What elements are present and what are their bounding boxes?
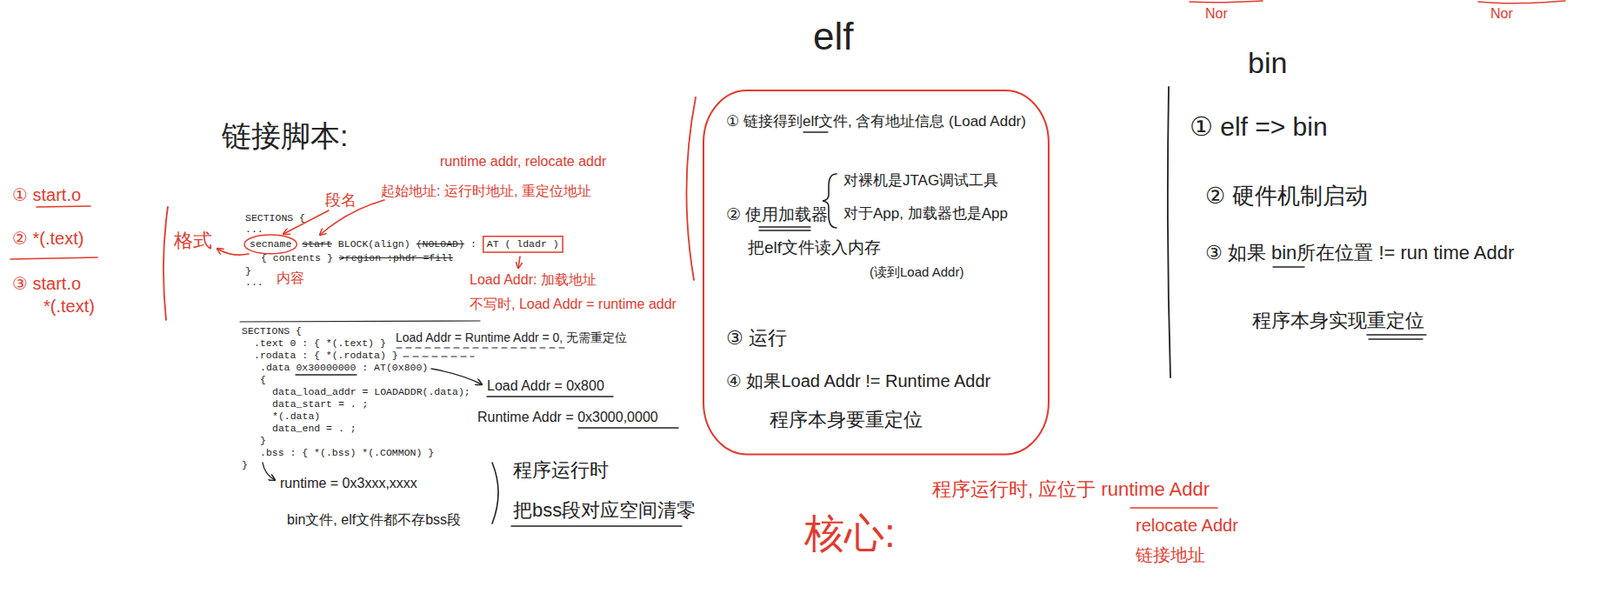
bracket (163, 206, 168, 320)
note-text: Load Addr = 0x800 (486, 377, 605, 394)
bracket (492, 462, 499, 524)
step-text: 程序本身要重定位 (769, 408, 923, 432)
code-line: ... (245, 276, 264, 289)
note-text: bin文件, elf文件都不存bss段 (286, 511, 461, 528)
note-text: 程序本身实现重定位 (1252, 309, 1425, 333)
leader-arrow (262, 462, 275, 480)
note-text: ③ 如果 bin所在位置 != run time Addr (1205, 241, 1514, 265)
code-line: SECTIONS { (245, 212, 306, 225)
note-text: Nor (1205, 5, 1228, 22)
note-text: elf (813, 13, 854, 60)
cut-off-sketch (1478, 0, 1566, 4)
note-text: Nor (1490, 5, 1514, 22)
circled-word: secname (245, 235, 296, 254)
code-word: (NOLOAD) (416, 238, 465, 251)
underline (295, 373, 357, 375)
underline (1273, 266, 1305, 267)
note-text: 内容 (276, 269, 305, 287)
note-text: runtime = 0x3xxx,xxxx (280, 474, 418, 492)
code-line: data_start = . ; (272, 398, 368, 411)
note-text: ② *(.text) (12, 227, 84, 249)
note-text: 不写时, Load Addr = runtime addr (469, 295, 677, 313)
code-word: { contents } (260, 252, 334, 265)
code-line: ... (245, 223, 264, 236)
note-text: 链接地址 (1135, 544, 1206, 566)
note-text: 链接脚本: (221, 118, 348, 154)
note-text: *(.text) (43, 295, 95, 317)
step-text: ② 使用加载器 (726, 205, 828, 226)
step-text: 对裸机是JTAG调试工具 (843, 172, 999, 190)
note-text: 起始地址: 运行时地址, 重定位地址 (380, 182, 592, 200)
step-text: 对于App, 加载器也是App (843, 205, 1008, 223)
code-line: data_load_addr = LOADADDR(.data); (272, 386, 471, 399)
dashed-line (403, 355, 474, 357)
note-text: 把bss段对应空间清零 (513, 499, 696, 522)
underline (759, 229, 811, 231)
note-text: runtime addr, relocate addr (440, 153, 607, 170)
step-text: (读到Load Addr) (869, 264, 964, 280)
code-word: : (470, 238, 477, 251)
underline (759, 226, 811, 227)
step-text: 把elf文件读入内存 (747, 238, 881, 259)
step-text: ③ 运行 (726, 326, 787, 350)
code-line: } (260, 434, 267, 447)
code-line: .text 0 : { *(.text) } (253, 337, 387, 350)
code-word: start (301, 238, 333, 251)
leader-arrow (431, 368, 482, 385)
code-line: *(.data) (272, 410, 320, 423)
note-text: ③ start.o (12, 273, 81, 294)
ellipse-outline (244, 234, 297, 254)
code-word: BLOCK(align) (338, 238, 411, 251)
code-line: } (241, 459, 248, 472)
box-outline (483, 236, 563, 253)
rule-line (240, 320, 480, 322)
underline (486, 395, 614, 397)
note-text: 程序运行时, 应位于 runtime Addr (932, 478, 1210, 501)
step-text: ④ 如果Load Addr != Runtime Addr (726, 370, 991, 392)
underline (36, 206, 91, 207)
step-text: ① 链接得到elf文件, 含有地址信息 (Load Addr) (726, 113, 1027, 131)
underline (511, 525, 682, 527)
note-text: 格式 (173, 229, 213, 253)
divider-line (1167, 86, 1171, 378)
code-line: SECTIONS { (241, 325, 302, 338)
note-text: Load Addr: 加载地址 (469, 271, 597, 288)
leader-arrow (217, 248, 249, 255)
underline (1368, 338, 1423, 340)
code-word: AT ( ldadr ) (486, 238, 560, 251)
note-text: ② 硬件机制启动 (1205, 182, 1368, 210)
underline (803, 131, 828, 133)
code-line: } (245, 265, 252, 278)
code-word: >region :phdr =fill (339, 252, 454, 265)
dashed-line (396, 346, 566, 348)
code-line: .data 0x30000000 : AT(0x800) (260, 361, 428, 374)
leader-arrow (518, 256, 520, 268)
code-line: .bss : { *(.bss) *(.COMMON) } (260, 446, 434, 460)
cut-off-sketch (1189, 0, 1263, 3)
code-line: .rodata : { *(.rodata) } (253, 349, 399, 362)
note-text: 程序运行时 (513, 459, 609, 482)
code-line: { (260, 373, 267, 387)
rounded-outline (703, 90, 1049, 454)
boxed-word: AT ( ldadr ) (482, 235, 564, 254)
underline (1366, 333, 1427, 335)
bracket (686, 97, 696, 280)
code-line: data_end = . ; (272, 422, 357, 435)
note-text: relocate Addr (1135, 514, 1239, 536)
underline (578, 426, 679, 428)
note-text: 核心: (804, 509, 896, 558)
code-word: secname (249, 238, 292, 251)
divider-line (10, 257, 98, 260)
loader-loop: ① 链接得到elf文件, 含有地址信息 (Load Addr) ② 使用加载器对裸… (701, 88, 1051, 456)
underline (1130, 506, 1218, 509)
note-text: Runtime Addr = 0x3000,0000 (477, 408, 659, 426)
note-text: ① elf => bin (1189, 111, 1328, 143)
note-text: Load Addr = Runtime Addr = 0, 无需重定位 (395, 330, 627, 346)
note-text: ① start.o (12, 184, 81, 206)
note-text: bin (1247, 45, 1287, 81)
note-text: 段名 (325, 191, 357, 211)
